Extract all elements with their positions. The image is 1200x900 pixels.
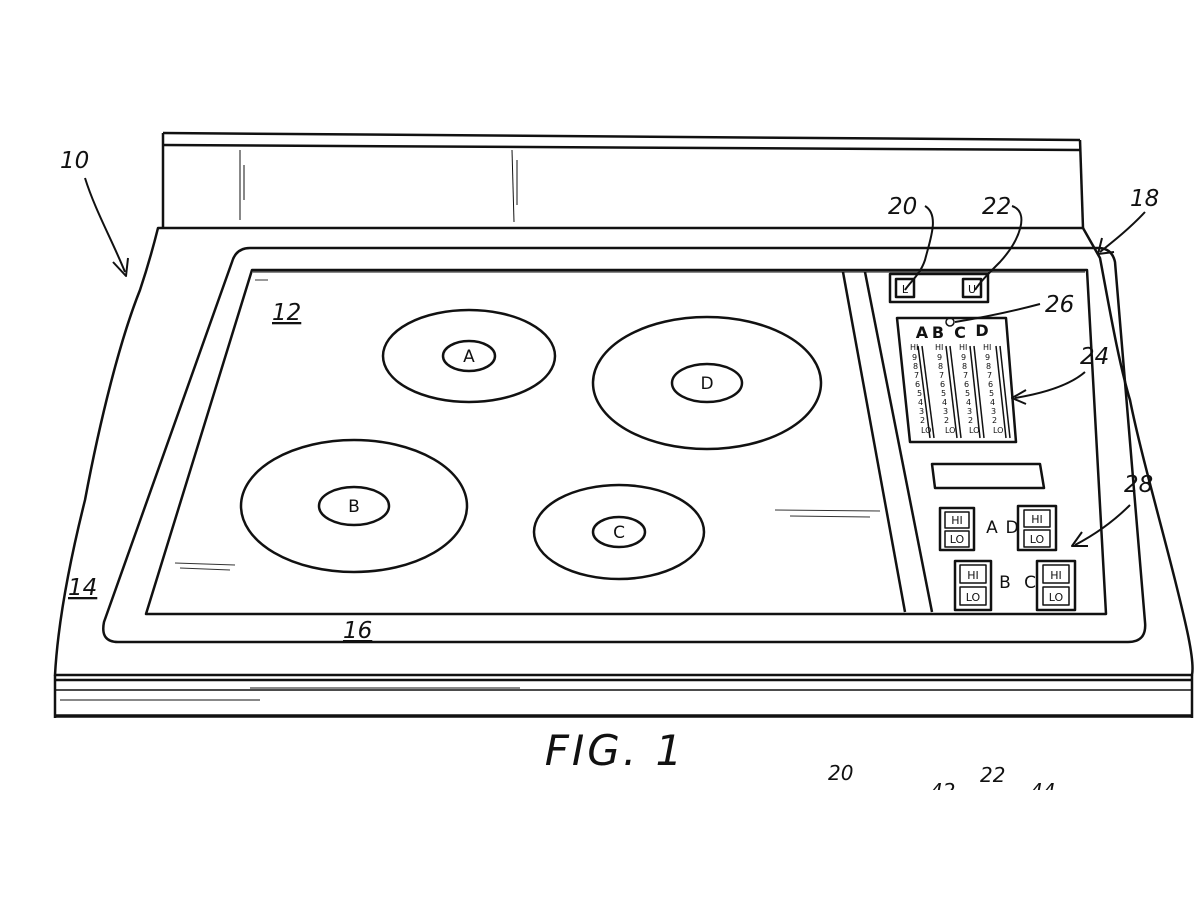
scale-c-7: 3 xyxy=(967,407,972,416)
ref-16: 16 xyxy=(343,618,372,644)
ref-20: 20 xyxy=(888,194,917,220)
switch-label-right: U xyxy=(968,283,976,296)
burner-label-a: A xyxy=(463,347,475,367)
scale-c-9: LO xyxy=(969,426,979,435)
scale-a-4: 6 xyxy=(915,380,920,389)
scale-d-6: 4 xyxy=(990,398,995,407)
scale-d-3: 7 xyxy=(987,371,992,380)
burner-label-d: D xyxy=(700,374,713,394)
scale-c-8: 2 xyxy=(968,416,973,425)
scale-a-2: 8 xyxy=(913,362,918,371)
scale-a-1: 9 xyxy=(912,353,917,362)
control-a-hi: HI xyxy=(951,514,963,527)
control-b-lo: LO xyxy=(966,591,981,604)
scale-d-7: 3 xyxy=(991,407,996,416)
scale-a-3: 7 xyxy=(914,371,919,380)
ref-12: 12 xyxy=(272,300,301,326)
control-a-lo: LO xyxy=(950,533,965,546)
scale-b-1: 9 xyxy=(937,353,942,362)
scale-c-2: 8 xyxy=(962,362,967,371)
burner-b xyxy=(239,438,469,574)
hi-lo-control-b xyxy=(953,559,993,612)
control-row1-letter-d: D xyxy=(1005,518,1018,538)
display-column-d: D xyxy=(975,321,988,340)
ref-24: 24 xyxy=(1080,344,1109,370)
scale-b-0: HI xyxy=(935,343,943,352)
scale-b-5: 5 xyxy=(941,389,946,398)
control-row2-letter-b: B xyxy=(999,573,1011,593)
scale-d-2: 8 xyxy=(986,362,991,371)
display-column-b: B xyxy=(932,323,944,342)
panel-divider xyxy=(841,271,907,613)
scale-b-7: 3 xyxy=(943,407,948,416)
scale-b-8: 2 xyxy=(944,416,949,425)
scale-d-8: 2 xyxy=(992,416,997,425)
figure-caption: FIG. 1 xyxy=(545,726,686,775)
scale-a-8: 2 xyxy=(920,416,925,425)
burner-c xyxy=(532,483,706,581)
burner-d xyxy=(591,315,823,451)
display-column-c: C xyxy=(954,323,966,342)
leader-lines xyxy=(84,177,1146,547)
scale-a-7: 3 xyxy=(919,407,924,416)
scale-c-3: 7 xyxy=(963,371,968,380)
switch-bar xyxy=(888,272,990,304)
scale-b-3: 7 xyxy=(939,371,944,380)
control-row2-letter-c: C xyxy=(1024,573,1036,593)
scale-b-2: 8 xyxy=(938,362,943,371)
scale-d-5: 5 xyxy=(989,389,994,398)
bar-display xyxy=(895,316,1018,444)
ref-28: 28 xyxy=(1124,472,1153,498)
burner-a xyxy=(381,308,557,404)
scale-c-0: HI xyxy=(959,343,967,352)
display-column-a: A xyxy=(916,323,929,342)
control-c-hi: HI xyxy=(1050,569,1062,582)
ref-22: 22 xyxy=(982,194,1011,220)
counter-slab xyxy=(53,226,1194,718)
scale-b-4: 6 xyxy=(940,380,945,389)
scale-d-1: 9 xyxy=(985,353,990,362)
scan-smudges xyxy=(174,279,881,571)
scale-b-6: 4 xyxy=(942,398,947,407)
backsplash xyxy=(161,131,1085,229)
scale-a-0: HI xyxy=(910,343,918,352)
scale-c-1: 9 xyxy=(961,353,966,362)
cut-ref-20: 20 xyxy=(828,761,853,785)
scale-a-9: LO xyxy=(921,426,931,435)
scale-d-0: HI xyxy=(983,343,991,352)
control-b-hi: HI xyxy=(967,569,979,582)
control-d-lo: LO xyxy=(1030,533,1045,546)
hi-lo-control-d xyxy=(1016,504,1058,552)
ref-18: 18 xyxy=(1130,186,1159,212)
next-figure-fragment: 20 22 42 44 xyxy=(800,761,1200,810)
ref-10: 10 xyxy=(60,148,89,174)
control-c-lo: LO xyxy=(1049,591,1064,604)
scale-c-5: 5 xyxy=(965,389,970,398)
scale-b-9: LO xyxy=(945,426,955,435)
cut-ref-22: 22 xyxy=(980,763,1005,787)
switch-label-left: L xyxy=(902,283,909,296)
display-scale: HI 9 8 7 6 5 4 3 2 LO HI 9 8 7 6 5 4 3 2… xyxy=(910,343,1003,435)
scale-d-9: LO xyxy=(993,426,1003,435)
readout-window xyxy=(930,462,1046,490)
burner-label-c: C xyxy=(613,523,625,543)
scale-a-5: 5 xyxy=(917,389,922,398)
scale-c-4: 6 xyxy=(964,380,969,389)
scale-a-6: 4 xyxy=(918,398,923,407)
control-d-hi: HI xyxy=(1031,513,1043,526)
scale-c-6: 4 xyxy=(966,398,971,407)
ref-26: 26 xyxy=(1045,292,1074,318)
cooktop-frame xyxy=(102,246,1147,644)
burner-label-b: B xyxy=(348,497,360,517)
glass-panel xyxy=(144,268,1108,616)
scale-d-4: 6 xyxy=(988,380,993,389)
control-row1-letter-a: A xyxy=(986,518,998,538)
ref-14: 14 xyxy=(68,575,97,601)
hi-lo-control-c xyxy=(1035,559,1077,612)
hi-lo-control-a xyxy=(938,506,976,552)
